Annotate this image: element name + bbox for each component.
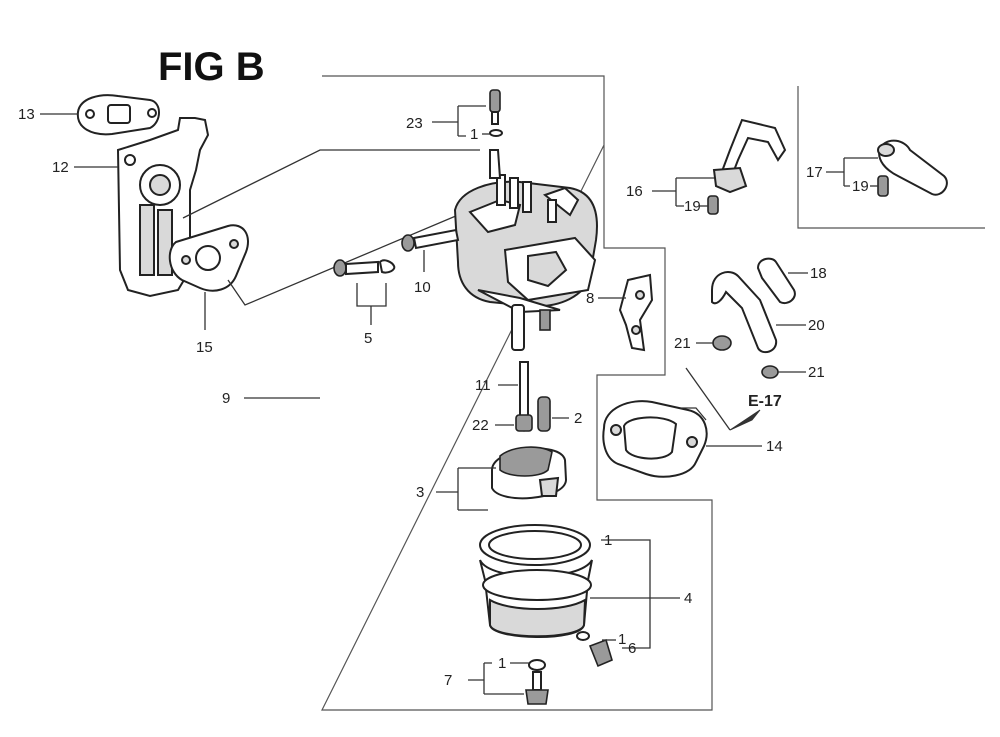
ref-19-right: 19 bbox=[852, 178, 869, 195]
carburetor-body-9 bbox=[453, 149, 598, 351]
gasket-13 bbox=[76, 94, 160, 136]
figure-title: FIG B bbox=[158, 45, 265, 89]
bolt-7 bbox=[525, 659, 549, 705]
ref-1-bolt-washer: 1 bbox=[498, 655, 506, 672]
ref-7: 7 bbox=[444, 672, 452, 689]
ref-16: 16 bbox=[626, 183, 643, 200]
leader-gasket-15-carb bbox=[182, 149, 480, 219]
float-pin-2 bbox=[537, 396, 551, 432]
ref-1-top: 1 bbox=[470, 126, 478, 143]
plate-8 bbox=[618, 273, 654, 352]
ref-21-left: 21 bbox=[674, 335, 691, 352]
washer-1-top bbox=[489, 129, 503, 137]
spring-22 bbox=[515, 414, 533, 432]
ref-14: 14 bbox=[766, 438, 783, 455]
insulator-14 bbox=[602, 400, 708, 478]
ref-18: 18 bbox=[810, 265, 827, 282]
drain-screw-6 bbox=[576, 631, 613, 668]
ref-11: 11 bbox=[475, 377, 491, 394]
ref-4: 4 bbox=[684, 590, 692, 607]
ref-8: 8 bbox=[586, 290, 594, 307]
ref-1-drain-washer: 1 bbox=[618, 631, 626, 648]
tube-18 bbox=[756, 257, 796, 304]
ref-12: 12 bbox=[52, 159, 69, 176]
gasket-15 bbox=[168, 224, 249, 292]
crossref-arrow bbox=[729, 409, 761, 431]
leader-lines bbox=[40, 105, 878, 695]
clip-21-right bbox=[761, 365, 779, 379]
clip-21-left bbox=[712, 335, 732, 351]
screw-23 bbox=[489, 89, 501, 125]
ref-17: 17 bbox=[806, 164, 823, 181]
float-3 bbox=[491, 446, 568, 500]
ref-13: 13 bbox=[18, 106, 35, 123]
lever-17 bbox=[877, 139, 948, 197]
ref-22: 22 bbox=[472, 417, 489, 434]
leader-gasket-15-carb-lower bbox=[227, 209, 471, 306]
float-bowl-4 bbox=[479, 524, 593, 638]
carburetor-assembly-frame bbox=[321, 75, 713, 711]
ref-10: 10 bbox=[414, 279, 431, 296]
ref-23: 23 bbox=[406, 115, 423, 132]
ref-5: 5 bbox=[364, 330, 372, 347]
ref-9: 9 bbox=[222, 390, 230, 407]
ref-21-right: 21 bbox=[808, 364, 825, 381]
ref-15: 15 bbox=[196, 339, 213, 356]
optional-parts-frame bbox=[797, 86, 985, 229]
ref-19-left: 19 bbox=[684, 198, 701, 215]
choke-lever-16 bbox=[707, 118, 787, 215]
screw-10 bbox=[401, 228, 460, 252]
ref-1-bowl-gasket: 1 bbox=[604, 532, 612, 549]
ref-20: 20 bbox=[808, 317, 825, 334]
screw-5 bbox=[333, 259, 396, 277]
ref-2: 2 bbox=[574, 410, 582, 427]
ref-3: 3 bbox=[416, 484, 424, 501]
crossref-e17: E-17 bbox=[748, 393, 782, 410]
tube-20 bbox=[711, 271, 778, 354]
ref-6: 6 bbox=[628, 640, 636, 657]
